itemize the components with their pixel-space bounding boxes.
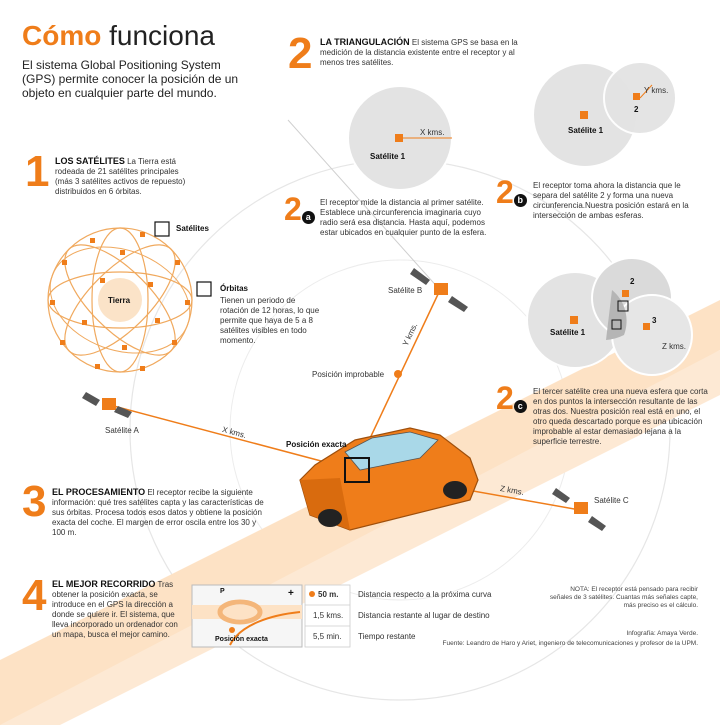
label-satellites: Satélites — [176, 224, 209, 233]
map-position-label: Posición exacta — [215, 636, 268, 643]
satellite-c-icon — [552, 488, 606, 531]
route-value-1: 1,5 kms. — [313, 611, 344, 620]
xkms-2a-label: X kms. — [420, 128, 445, 137]
label-earth: Tierra — [108, 296, 131, 305]
section2b-text: El receptor toma ahora la distancia que … — [533, 181, 689, 220]
intersection-point-a — [617, 300, 629, 312]
num2-2c-label: 2 — [630, 277, 635, 286]
satellite1-2a-label: Satélite 1 — [370, 152, 406, 161]
section3-number: 3 — [22, 477, 47, 526]
route-desc-0: Distancia respecto a la próxima curva — [358, 590, 492, 599]
signal-line-a — [109, 404, 356, 471]
guide-line — [287, 119, 441, 291]
section2c-text: El tercer satélite crea una nueva esfera… — [533, 387, 708, 446]
improbable-label: Posición improbable — [312, 370, 385, 379]
route-desc-2: Tiempo restante — [358, 632, 416, 641]
num2-2b-label: 2 — [634, 105, 639, 114]
map-p-label: P — [220, 588, 225, 595]
route-desc-1: Distancia restante al lugar de destino — [358, 611, 490, 620]
satellite-c-label: Satélite C — [594, 496, 629, 505]
improbable-point — [394, 370, 402, 378]
satellite1-2b-icon — [580, 111, 588, 119]
exact-position-label: Posición exacta — [286, 440, 347, 449]
section2-text: LA TRIANGULACIÓN El sistema GPS se basa … — [320, 37, 518, 67]
section1-text: LOS SATÉLITES La Tierra está rodeada de … — [55, 156, 186, 196]
orbits-text: Tienen un periodo de rotación de 12 hora… — [220, 296, 320, 345]
num3-2c-label: 3 — [652, 316, 657, 325]
exact-position-box — [344, 457, 370, 483]
svg-text:+: + — [288, 588, 294, 599]
intro-text: El sistema Global Positioning System (GP… — [22, 58, 239, 100]
satellite-highlight-box — [154, 221, 170, 237]
satellite1-2a-icon — [395, 134, 403, 142]
car-illustration — [299, 427, 479, 531]
satellite-a-icon — [82, 392, 132, 418]
satellite-b-label: Satélite B — [388, 286, 423, 295]
section2-number: 2 — [288, 29, 313, 78]
orbit-highlight-box — [196, 281, 212, 297]
section4-text: EL MEJOR RECORRIDO Tras obtener la posic… — [52, 579, 178, 639]
route-map: + — [191, 584, 303, 648]
zkms-2c-label: Z kms. — [662, 342, 686, 351]
satellite2-2b-icon — [633, 93, 640, 100]
credits-infographic: Infografía: Amaya Verde. — [626, 630, 698, 637]
road-band-light — [0, 350, 720, 725]
route-value-2: 5,5 min. — [313, 632, 342, 641]
section2a-text: El receptor mide la distancia al primer … — [320, 198, 487, 237]
credits-source: Fuente: Leandro de Haro y Ariet, ingenie… — [442, 640, 698, 647]
satellite1-2c-label: Satélite 1 — [550, 328, 586, 337]
satellite-a-label: Satélite A — [105, 426, 139, 435]
ykms-2b-label: Y kms. — [644, 86, 669, 95]
intersection-point-b — [611, 319, 622, 330]
section3-text: EL PROCESAMIENTO El receptor recibe la s… — [52, 487, 264, 537]
section4-number: 4 — [22, 571, 47, 620]
earth-globe — [47, 221, 212, 373]
page-title: Cómo funciona — [22, 20, 215, 51]
note-text: NOTA: El receptor está pensado para reci… — [549, 586, 698, 609]
section1-number: 1 — [25, 147, 50, 196]
label-orbits: Órbitas — [220, 284, 249, 293]
route-value-0: 50 m. — [318, 590, 339, 599]
satellite1-2b-label: Satélite 1 — [568, 126, 604, 135]
satellite-b-icon — [410, 268, 468, 312]
